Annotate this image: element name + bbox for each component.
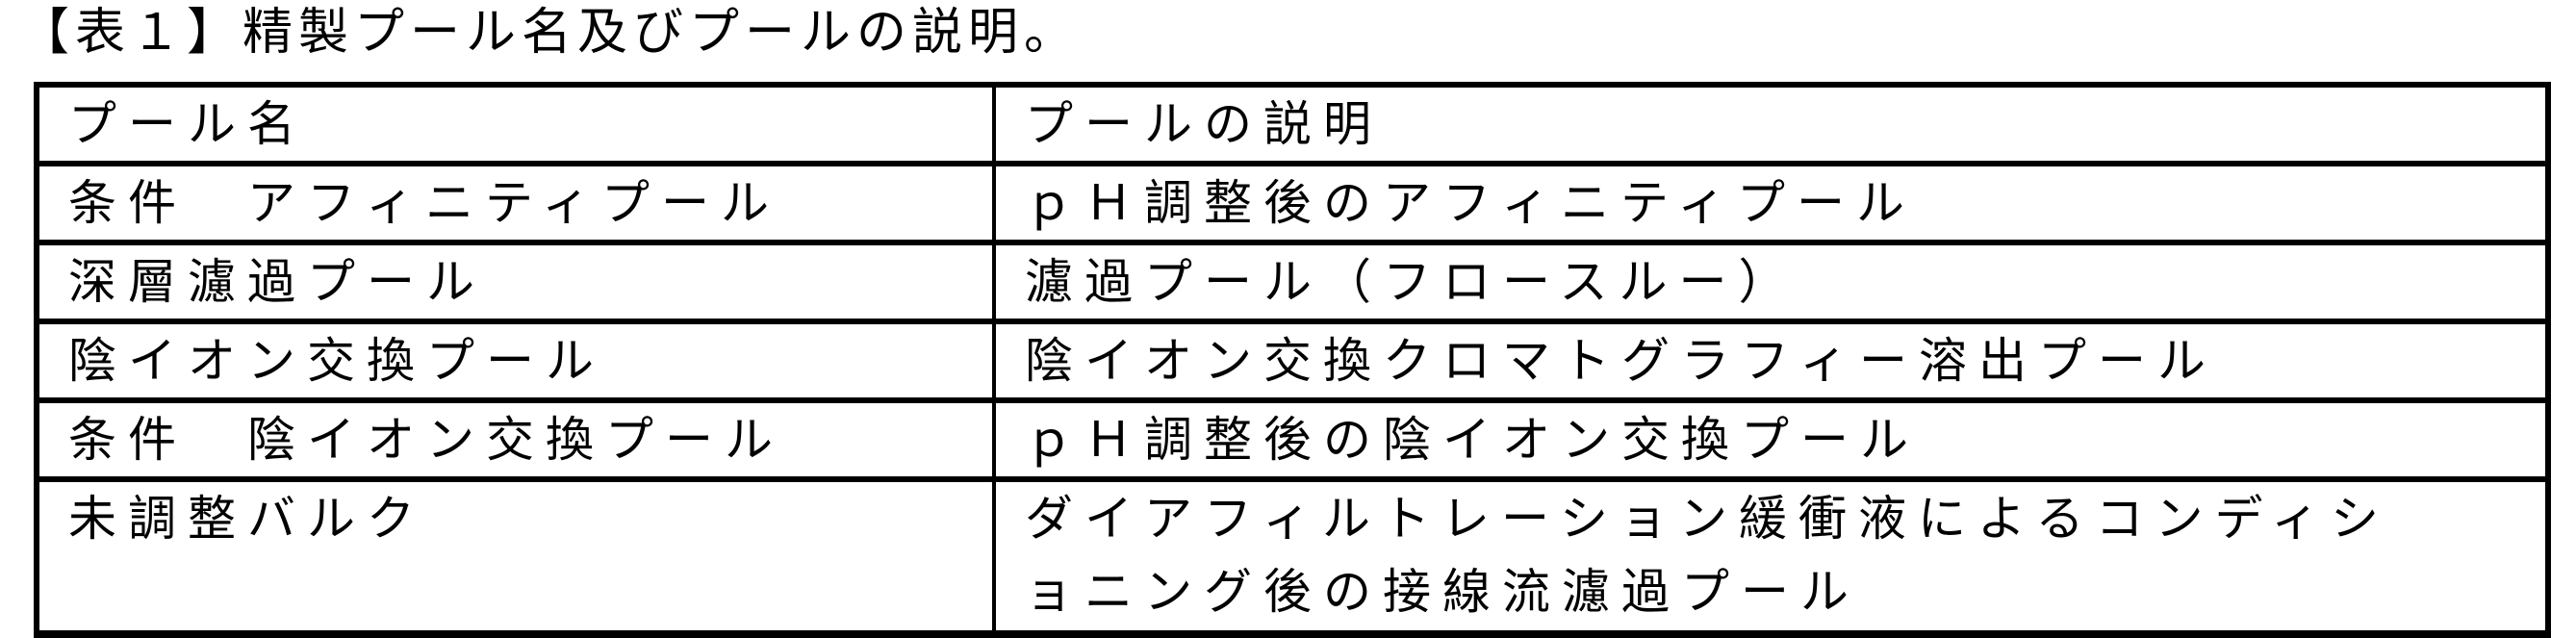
table-header-row: プール名 プールの説明: [34, 82, 2551, 166]
pool-description-cell: 陰イオン交換クロマトグラフィー溶出プール: [992, 319, 2551, 403]
table-row: 未調整バルク ダイアフィルトレーション緩衝液によるコンディシ ョニング後の接線流…: [34, 476, 2551, 638]
pool-description-cell: ダイアフィルトレーション緩衝液によるコンディシ ョニング後の接線流濾過プール: [992, 476, 2551, 638]
pool-description-cell: ｐＨ調整後の陰イオン交換プール: [992, 397, 2551, 482]
table-row: 条件 陰イオン交換プール ｐＨ調整後の陰イオン交換プール: [34, 397, 2551, 482]
description-line-2: ョニング後の接線流濾過プール: [1025, 564, 1860, 620]
pool-name-cell: 条件 陰イオン交換プール: [34, 397, 996, 482]
pool-table: プール名 プールの説明 条件 アフィニティプール ｐＨ調整後のアフィニティプール…: [34, 82, 2551, 638]
pool-name-cell: 陰イオン交換プール: [34, 319, 996, 403]
header-pool-name: プール名: [34, 82, 996, 166]
table-caption: 【表１】精製プール名及びプールの説明。: [19, 4, 1081, 62]
pool-description-cell: 濾過プール（フロースルー）: [992, 240, 2551, 324]
pool-name-cell: 条件 アフィニティプール: [34, 161, 996, 245]
pool-name-cell: 未調整バルク: [34, 476, 996, 638]
table-row: 深層濾過プール 濾過プール（フロースルー）: [34, 240, 2551, 324]
table-row: 陰イオン交換プール 陰イオン交換クロマトグラフィー溶出プール: [34, 319, 2551, 403]
description-line-1: ダイアフィルトレーション緩衝液によるコンディシ: [1025, 491, 2390, 547]
header-pool-description: プールの説明: [992, 82, 2551, 166]
table-row: 条件 アフィニティプール ｐＨ調整後のアフィニティプール: [34, 161, 2551, 245]
pool-description-cell: ｐＨ調整後のアフィニティプール: [992, 161, 2551, 245]
pool-name-cell: 深層濾過プール: [34, 240, 996, 324]
